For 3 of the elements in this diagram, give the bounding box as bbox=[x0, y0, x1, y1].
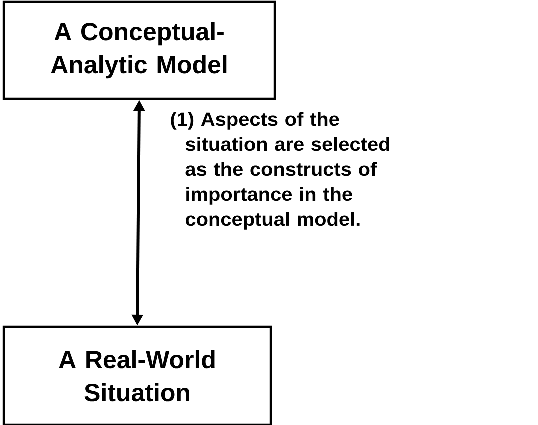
box: A Conceptual-Analytic Model bbox=[2, 0, 276, 100]
edge-label: (1) Aspects of the situation are selected as the constructs of importance in the conceptual model. bbox=[171, 112, 390, 230]
box: A Real-World Situation bbox=[2, 326, 272, 425]
